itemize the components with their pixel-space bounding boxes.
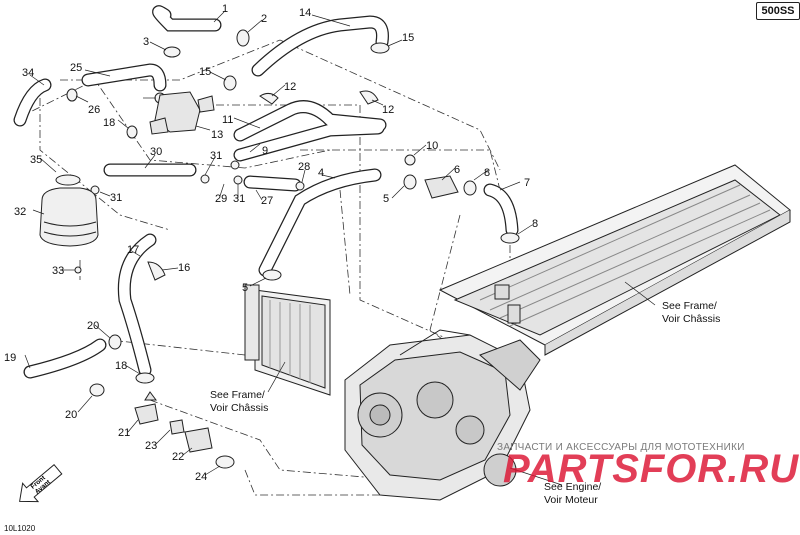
model-code-badge: 500SS [756,2,800,20]
reference-text: Voir Châssis [210,402,268,414]
callout: 24 [195,471,207,483]
callout: 29 [215,193,227,205]
callout: 33 [52,265,64,277]
radiator-left [244,284,331,396]
fittings-and-clamps [39,29,520,469]
callout: 25 [70,62,82,74]
callout: 3 [143,36,149,48]
reference-frame-left: See Frame/ Voir Châssis [210,389,268,414]
reference-text: Voir Moteur [544,494,598,506]
reference-frame-right: See Frame/ Voir Châssis [662,300,720,325]
callout: 20 [87,320,99,332]
callout: 14 [299,7,311,19]
callout: 27 [261,195,273,207]
callout: 28 [298,161,310,173]
callout: 31 [233,193,245,205]
callout: 6 [454,164,460,176]
hose-set [13,5,519,379]
callout-numbers: 1 2 3 14 15 25 34 26 15 12 18 13 11 12 9… [4,3,538,483]
callout: 13 [211,129,223,141]
reference-text: See Engine/ [544,481,601,493]
callout: 1 [222,3,228,15]
drawing-code: 10L1020 [4,524,36,533]
callout: 7 [524,177,530,189]
callout: 31 [110,192,122,204]
callout: 22 [172,451,184,463]
callout: 16 [178,262,190,274]
callout: 21 [118,427,130,439]
callout: 9 [262,145,268,157]
radiator-right [438,164,791,356]
callout: 10 [426,140,438,152]
callout: 12 [382,104,394,116]
callout: 11 [222,114,233,126]
callout: 35 [30,154,42,166]
callout: 4 [318,167,324,179]
callout: 20 [65,409,77,421]
callout: 15 [402,32,414,44]
callout: 31 [210,150,222,162]
callout: 5 [242,282,248,294]
callout: 8 [532,218,538,230]
reference-text: Voir Châssis [662,313,720,325]
callout: 12 [284,81,296,93]
callout: 2 [261,13,267,25]
callout: 15 [199,66,211,78]
callout: 18 [115,360,127,372]
front-direction-arrow: Front Avant [19,463,63,503]
reference-text: See Frame/ [662,300,717,312]
callout: 30 [150,146,162,158]
callout: 19 [4,352,16,364]
callout: 8 [484,167,490,179]
leader-lines [24,11,656,486]
reference-text: See Frame/ [210,389,265,401]
callout: 26 [88,104,100,116]
callout: 34 [22,67,34,79]
callout: 17 [127,244,139,256]
reference-engine: See Engine/ Voir Moteur [544,481,601,506]
engine-block [344,329,541,501]
callout: 32 [14,206,26,218]
callout: 23 [145,440,157,452]
watermark-logo: PARTSFOR.RU [503,447,800,491]
callout: 5 [383,193,389,205]
watermark-tagline: ЗАПЧАСТИ И АКСЕССУАРЫ ДЛЯ МОТОТЕХНИКИ [497,442,745,453]
callout: 18 [103,117,115,129]
